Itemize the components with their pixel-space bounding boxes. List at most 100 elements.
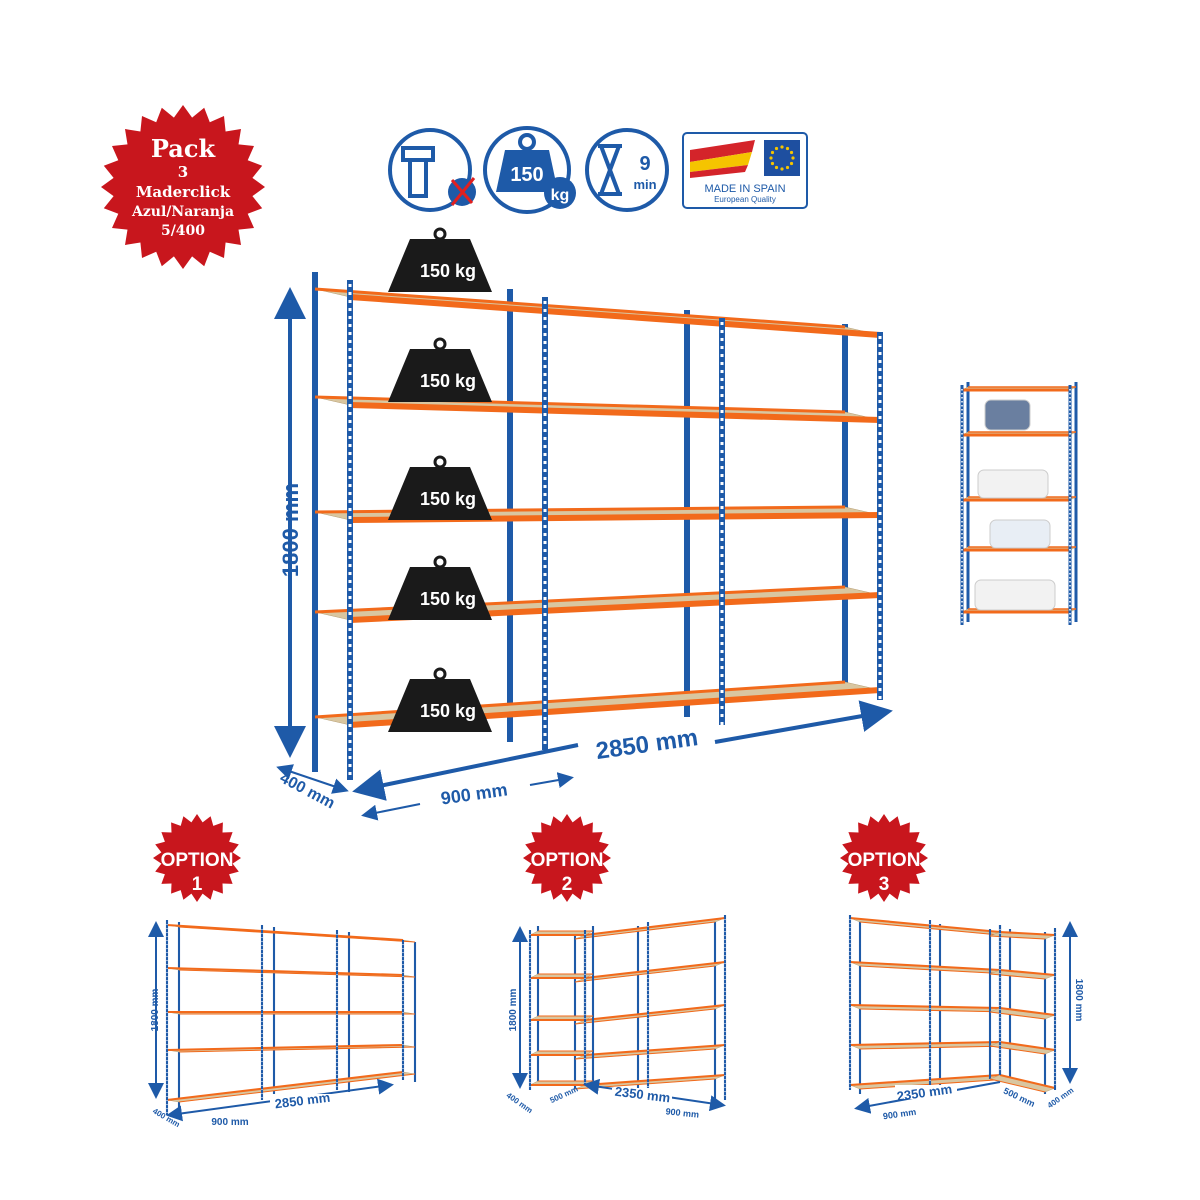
pack-count: 3 <box>178 163 188 181</box>
weight-label: 150 kg <box>420 371 476 391</box>
upright-slot <box>647 1026 649 1028</box>
upright-slot <box>1069 589 1071 591</box>
upright-slot <box>402 1012 404 1014</box>
upright-slot <box>929 964 931 966</box>
upright-slot <box>1054 936 1056 938</box>
upright-slot <box>720 402 724 405</box>
upright-slot <box>999 1001 1001 1003</box>
upright-slot <box>336 990 338 992</box>
upright-slot <box>1069 569 1071 571</box>
upright-slot <box>720 594 724 597</box>
upright-slot <box>961 433 963 435</box>
upright-slot <box>584 1010 586 1012</box>
upright-slot <box>543 389 547 392</box>
upright-slot <box>647 1018 649 1020</box>
upright-slot <box>849 1079 851 1081</box>
upright-slot <box>402 1068 404 1070</box>
upright-slot <box>999 1025 1001 1027</box>
upright-slot <box>961 541 963 543</box>
upright-slot <box>720 546 724 549</box>
upright-slot <box>166 1032 168 1034</box>
upright-slot <box>543 317 547 320</box>
upright-slot <box>336 970 338 972</box>
upright-slot <box>647 1006 649 1008</box>
upright-slot <box>336 1014 338 1016</box>
upright-slot <box>1069 401 1071 403</box>
upright-slot <box>336 1050 338 1052</box>
upright-slot <box>724 1043 726 1045</box>
upright-slot <box>961 577 963 579</box>
upright-slot <box>849 991 851 993</box>
upright-slot <box>724 1003 726 1005</box>
upright-slot <box>929 1012 931 1014</box>
upright-slot <box>1069 417 1071 419</box>
upright-slot <box>336 1034 338 1036</box>
made-in-spain-badge: MADE IN SPAIN European Quality <box>682 132 808 209</box>
upright-slot <box>878 552 882 555</box>
shelf-beam <box>584 1043 726 1057</box>
upright-slot <box>647 970 649 972</box>
upright-slot <box>849 963 851 965</box>
upright-slot <box>261 1005 263 1007</box>
upright-slot <box>529 934 531 936</box>
upright <box>542 297 548 750</box>
upright-slot <box>724 975 726 977</box>
upright-slot <box>261 949 263 951</box>
upright-slot <box>261 1061 263 1063</box>
upright-slot <box>529 962 531 964</box>
upright <box>646 922 650 1095</box>
upright-slot <box>543 581 547 584</box>
upright-slot <box>402 968 404 970</box>
upright-slot <box>402 1072 404 1074</box>
upright-slot <box>348 284 352 287</box>
pack-product: Maderclick <box>136 183 231 201</box>
upright-slot <box>261 1017 263 1019</box>
upright-slot <box>878 696 882 699</box>
upright-slot <box>543 629 547 632</box>
option-2-height: 1800 mm <box>508 988 519 1031</box>
weight: 150 kg <box>388 337 492 402</box>
upright-slot <box>529 1058 531 1060</box>
upright-slot <box>999 941 1001 943</box>
upright-slot <box>543 637 547 640</box>
upright-slot <box>402 948 404 950</box>
upright-slot <box>348 708 352 711</box>
back-upright <box>988 929 992 1079</box>
upright-slot <box>261 933 263 935</box>
upright-slot <box>999 957 1001 959</box>
upright-slot <box>849 1055 851 1057</box>
upright-slot <box>584 1050 586 1052</box>
upright-slot <box>849 955 851 957</box>
upright-slot <box>1069 465 1071 467</box>
upright-slot <box>929 936 931 938</box>
upright-slot <box>402 956 404 958</box>
upright-slot <box>999 1045 1001 1047</box>
upright-slot <box>348 452 352 455</box>
upright-slot <box>961 509 963 511</box>
upright-slot <box>999 1065 1001 1067</box>
upright-slot <box>929 992 931 994</box>
upright-slot <box>166 1040 168 1042</box>
upright-slot <box>929 952 931 954</box>
upright-slot <box>543 469 547 472</box>
upright-slot <box>348 692 352 695</box>
option-2-total: 2350 mm <box>614 1084 671 1106</box>
upright-slot <box>1069 553 1071 555</box>
upright-slot <box>724 979 726 981</box>
upright-slot <box>166 1076 168 1078</box>
upright-slot <box>584 958 586 960</box>
upright-slot <box>647 966 649 968</box>
upright-slot <box>166 940 168 942</box>
upright-slot <box>849 1035 851 1037</box>
shelf-beam-back <box>859 1045 1011 1050</box>
upright-slot <box>849 1063 851 1065</box>
upright-slot <box>929 1064 931 1066</box>
upright-slot <box>584 1070 586 1072</box>
upright-slot <box>166 928 168 930</box>
upright-slot <box>261 929 263 931</box>
upright-slot <box>929 1004 931 1006</box>
upright-slot <box>1054 952 1056 954</box>
upright-slot <box>336 986 338 988</box>
upright-slot <box>584 1046 586 1048</box>
upright-slot <box>999 953 1001 955</box>
